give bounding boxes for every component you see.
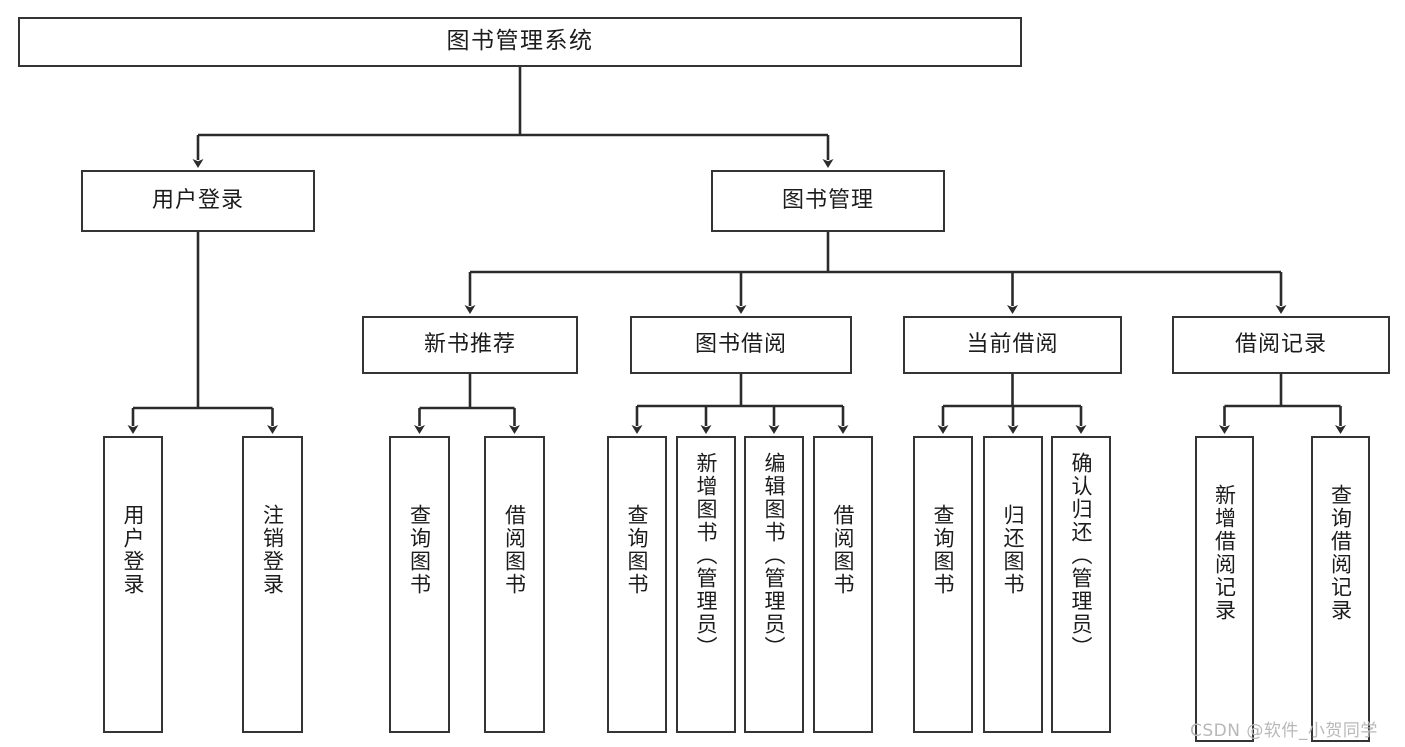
node-label: 图书管理 xyxy=(781,188,874,214)
node-label: 图书管理系统 xyxy=(446,28,594,55)
node-leaf-confirm[interactable]: 确认归还（管理员） xyxy=(1051,436,1111,733)
node-label: 确认归还（管理员） xyxy=(1069,452,1094,659)
node-leaf-edit-book[interactable]: 编辑图书（管理员） xyxy=(744,436,804,733)
node-label: 新书推荐 xyxy=(423,332,516,358)
node-label: 查询图书 xyxy=(625,504,650,596)
node-label: 注销登录 xyxy=(260,504,285,596)
node-user-login[interactable]: 用户登录 xyxy=(81,170,315,232)
node-leaf-borrow-1[interactable]: 借阅图书 xyxy=(484,436,545,733)
node-leaf-add-rec[interactable]: 新增借阅记录 xyxy=(1195,436,1254,742)
node-leaf-user-login[interactable]: 用户登录 xyxy=(103,436,163,733)
node-leaf-query-2[interactable]: 查询图书 xyxy=(607,436,667,733)
node-label: 用户登录 xyxy=(121,504,146,596)
node-label: 图书借阅 xyxy=(694,332,787,358)
node-label: 借阅图书 xyxy=(502,504,527,596)
node-book-manage[interactable]: 图书管理 xyxy=(711,170,945,232)
node-label: 查询图书 xyxy=(931,504,956,596)
node-borrow-records[interactable]: 借阅记录 xyxy=(1172,316,1390,374)
node-label: 新增借阅记录 xyxy=(1212,484,1237,622)
node-leaf-query-1[interactable]: 查询图书 xyxy=(389,436,450,733)
node-current-borrow[interactable]: 当前借阅 xyxy=(903,316,1122,374)
node-book-borrow[interactable]: 图书借阅 xyxy=(630,316,852,374)
node-leaf-add-book[interactable]: 新增图书（管理员） xyxy=(676,436,736,733)
node-new-book-rec[interactable]: 新书推荐 xyxy=(362,316,578,374)
node-label: 归还图书 xyxy=(1001,504,1026,596)
node-label: 新增图书（管理员） xyxy=(694,452,719,659)
node-label: 借阅图书 xyxy=(831,504,856,596)
node-label: 用户登录 xyxy=(151,188,244,214)
node-leaf-borrow-2[interactable]: 借阅图书 xyxy=(813,436,873,733)
node-root[interactable]: 图书管理系统 xyxy=(18,17,1022,67)
node-label: 编辑图书（管理员） xyxy=(762,452,787,659)
node-label: 当前借阅 xyxy=(966,332,1059,358)
node-leaf-return[interactable]: 归还图书 xyxy=(983,436,1043,733)
node-label: 借阅记录 xyxy=(1234,332,1327,358)
node-label: 查询借阅记录 xyxy=(1328,484,1353,622)
node-leaf-logout[interactable]: 注销登录 xyxy=(242,436,303,733)
node-leaf-query-rec[interactable]: 查询借阅记录 xyxy=(1311,436,1370,742)
node-leaf-query-3[interactable]: 查询图书 xyxy=(913,436,973,733)
node-label: 查询图书 xyxy=(407,504,432,596)
